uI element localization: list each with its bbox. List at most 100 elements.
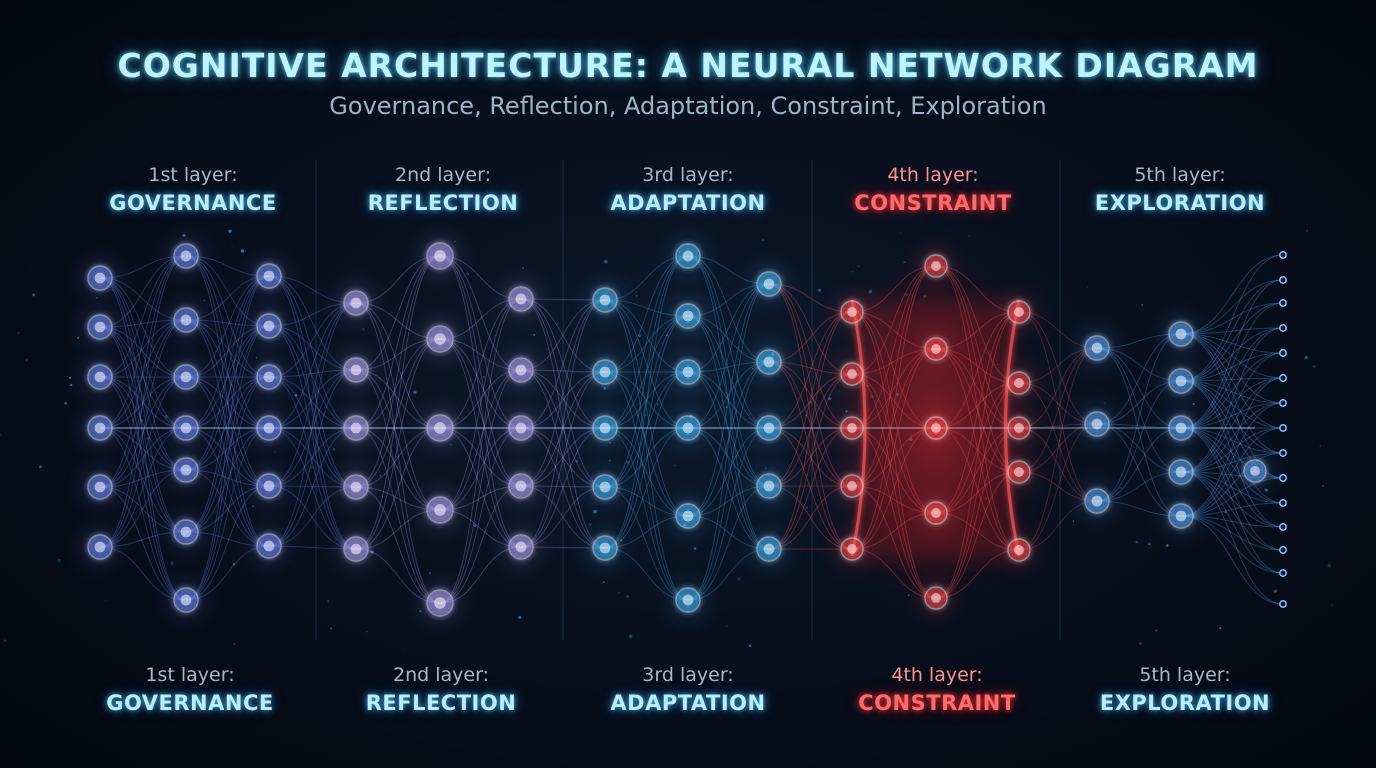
layer-name: EXPLORATION [1094,191,1266,215]
node-core [931,344,941,354]
particle [170,561,174,565]
node-core [350,364,362,376]
particle [666,334,669,337]
connection [935,382,1020,599]
node-core [94,481,106,493]
particle [255,357,258,359]
particle [454,240,456,243]
particle [428,571,432,575]
node-core [1091,342,1103,354]
network-nodes [82,237,1287,622]
layer-number: 3rd layer: [642,664,734,686]
output-node [1279,449,1287,457]
particle [748,644,752,648]
particle [657,403,659,405]
particle [1229,468,1232,470]
particle [674,464,676,467]
node-core [599,481,611,493]
particle [1135,540,1138,544]
connection [268,325,357,550]
node-core [1175,328,1187,340]
particle [231,245,233,247]
node-core [180,250,192,262]
node-core [1175,510,1187,522]
node-core [94,272,106,284]
output-node [1279,523,1287,531]
connection [185,255,270,547]
particle [533,333,536,336]
connection [99,319,187,548]
particle [1219,627,1222,630]
particle [737,346,740,349]
particle [418,609,422,613]
particle [629,634,633,638]
layer-name: REFLECTION [367,191,519,215]
connection [851,373,937,599]
particle [626,460,630,465]
layer-name: REFLECTION [365,691,517,715]
connection [1180,471,1284,605]
node-core [763,480,775,492]
layer-dividers [315,160,1061,640]
particle [1192,402,1195,406]
node-core [263,270,275,282]
node-core [599,542,611,554]
particle [1141,303,1144,306]
node-core [350,422,362,434]
node-core [682,250,694,262]
particle [330,627,332,630]
particle [518,615,522,619]
particle [274,450,277,453]
node-core [682,594,694,606]
layer-name: ADAPTATION [610,691,766,715]
layer-label-bottom-governance: 1st layer: GOVERNANCE [60,662,320,718]
node-core [1175,375,1187,387]
connection [851,265,937,487]
node-core [599,366,611,378]
particle [203,299,206,302]
node-core [263,540,275,552]
node-core [1175,422,1187,434]
layer-number: 5th layer: [1134,164,1226,186]
connection [99,376,187,601]
layer-label-top-governance: 1st layer: GOVERNANCE [63,162,323,218]
particle [805,506,809,509]
connection [355,255,441,550]
connection [185,325,270,601]
node-core [1014,545,1024,555]
connection [1180,254,1284,382]
node-core [94,371,106,383]
connection [185,275,270,601]
particle [1273,589,1277,593]
particle [1319,445,1321,447]
connection [851,265,937,550]
node-core [682,422,694,434]
particle [693,547,697,550]
node-core [763,422,775,434]
layer-name: CONSTRAINT [854,191,1012,215]
node-core [180,314,192,326]
output-node [1279,399,1287,407]
particle [70,383,73,387]
particle [233,642,236,646]
particle [626,595,630,598]
output-node [1279,349,1287,357]
particle [1087,286,1089,289]
node-core [1014,423,1024,433]
particle [1119,486,1122,490]
node-core [263,422,275,434]
particle [725,406,728,408]
particle [556,322,559,325]
particle [332,447,336,451]
node-core [180,371,192,383]
particle [76,336,80,339]
node-core [263,371,275,383]
layer-label-bottom-adaptation: 3rd layer: ADAPTATION [558,662,818,718]
particle [64,401,68,405]
particle [1147,542,1151,546]
node-core [847,481,857,491]
node-core [1091,418,1103,430]
connection [185,275,270,533]
particle [164,414,168,419]
particle [361,327,365,331]
